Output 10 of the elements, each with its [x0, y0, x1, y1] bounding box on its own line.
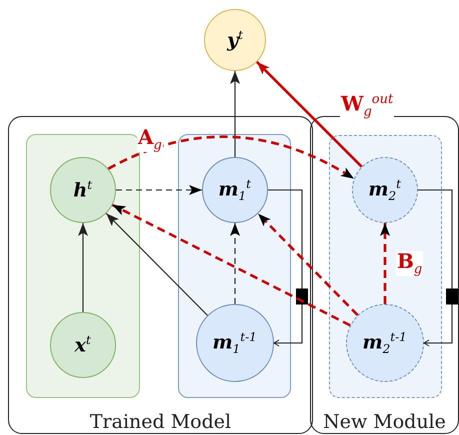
variable-label: h$^{t}$	[73, 179, 92, 200]
variable-label: y$^{t}$	[227, 29, 243, 51]
edge-label: A$_{g}$	[137, 127, 163, 152]
group-box	[8, 116, 313, 434]
variable-label: x$^{t}$	[74, 334, 91, 356]
edge-label: B$_{g}$	[396, 251, 424, 276]
group-title: New Module	[322, 411, 447, 433]
panel	[328, 134, 442, 398]
panel	[178, 134, 291, 398]
group-title: Trained Model	[88, 411, 232, 433]
